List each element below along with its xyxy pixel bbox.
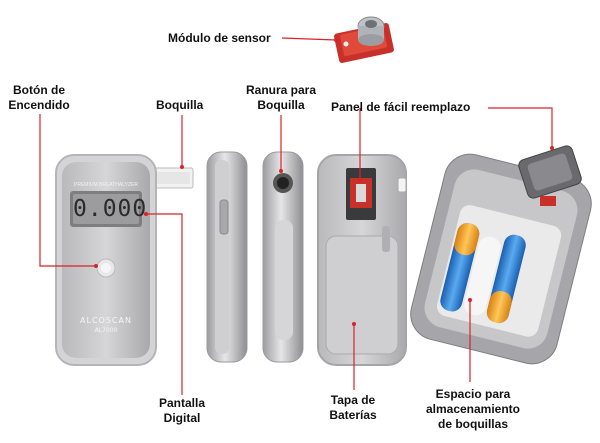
device-display-value: 0.000 xyxy=(73,196,148,222)
label-digital-display-line-1: Pantalla xyxy=(158,396,206,410)
sensor-module-image xyxy=(334,16,394,63)
label-mouthpiece-slot-line-2: Boquilla xyxy=(257,98,305,112)
label-easy-panel: Panel de fácil reemplazo xyxy=(331,100,471,114)
label-battery-cover-line-1: Tapa de xyxy=(330,393,376,407)
device-back-view xyxy=(317,154,407,366)
label-mouthpiece-slot: Ranura para Boquilla xyxy=(238,83,324,113)
label-digital-display-line-2: Digital xyxy=(163,411,201,425)
device-side-view-slot xyxy=(262,151,304,363)
label-storage-space-line-3: de boquillas xyxy=(437,417,508,431)
device-model: AL7000 xyxy=(94,327,118,334)
device-front-view xyxy=(55,154,194,366)
device-side-view-left xyxy=(206,151,248,363)
label-digital-display: Pantalla Digital xyxy=(150,396,214,426)
device-header-text: PREMIUM BREATHALYZER xyxy=(74,182,138,188)
callout-lines xyxy=(39,37,553,395)
label-mouthpiece-slot-line-1: Ranura para xyxy=(245,83,317,97)
label-power-button: Botón de Encendido xyxy=(4,83,74,113)
callout-dots xyxy=(94,38,554,326)
label-storage-space-line-2: almacenamiento xyxy=(425,402,521,416)
device-brand: ALCOSCAN xyxy=(80,316,132,325)
label-storage-space-line-1: Espacio para xyxy=(435,387,511,401)
label-sensor-module: Módulo de sensor xyxy=(168,31,271,45)
label-mouthpiece: Boquilla xyxy=(156,98,204,112)
label-power-button-line-1: Botón de xyxy=(13,83,65,97)
label-battery-cover: Tapa de Baterías xyxy=(318,393,388,423)
label-power-button-line-2: Encendido xyxy=(8,98,70,112)
device-open-storage-view xyxy=(410,145,592,365)
label-storage-space: Espacio para almacenamiento de boquillas xyxy=(418,387,528,432)
label-battery-cover-line-2: Baterías xyxy=(329,408,377,422)
